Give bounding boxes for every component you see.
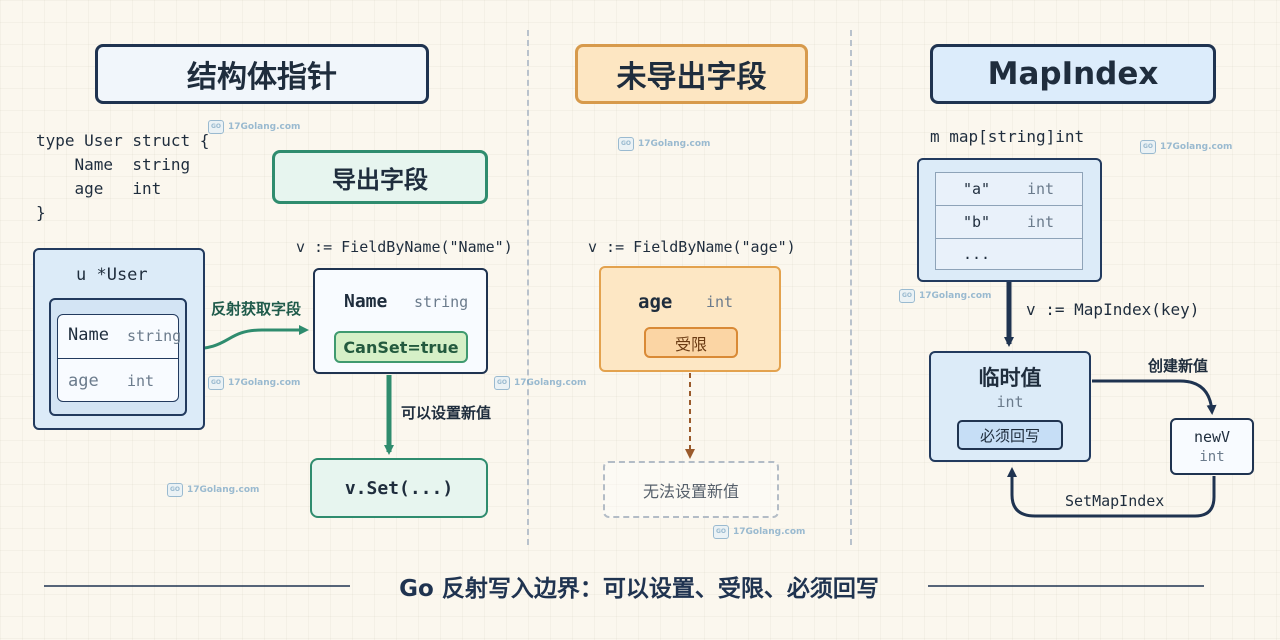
reflect-value-name-type: string [414, 293, 469, 311]
watermark-1: GO 17Golang.com [208, 120, 300, 134]
title-mapindex: MapIndex [930, 44, 1216, 104]
temp-value-box [929, 351, 1091, 462]
restricted-badge: 受限 [644, 327, 738, 358]
field-age-label: age [68, 371, 99, 391]
watermark-logo-icon: GO [713, 525, 729, 539]
map-row-b: "b" int [936, 206, 1082, 239]
field-age-type: int [127, 372, 155, 390]
set-call-box: v.Set(...) [310, 458, 488, 518]
struct-definition-code: type User struct { Name string age int } [36, 131, 210, 222]
watermark-text: 17Golang.com [733, 527, 806, 537]
watermark-logo-icon: GO [208, 376, 224, 390]
reflect-value-name-label: Name [344, 291, 388, 312]
section-divider-left [527, 30, 529, 545]
watermark-4: GO 17Golang.com [899, 289, 991, 303]
watermark-text: 17Golang.com [638, 139, 711, 149]
setmapindex-label: SetMapIndex [1065, 492, 1165, 510]
field-name-type: string [127, 327, 182, 345]
footer-caption: Go 反射写入边界：可以设置、受限、必须回写 [399, 576, 879, 602]
exported-field-badge: 导出字段 [272, 150, 488, 204]
map-entries-table: "a" int "b" int ... [935, 172, 1083, 270]
watermark-logo-icon: GO [494, 376, 510, 390]
watermark-logo-icon: GO [899, 289, 915, 303]
canset-badge: CanSet=true [334, 331, 468, 363]
fieldbyname-name-call: v := FieldByName("Name") [296, 238, 513, 256]
setmapindex-arrow [1007, 467, 1216, 518]
map-row-ellipsis: ... [936, 239, 1082, 271]
watermark-logo-icon: GO [208, 120, 224, 134]
cannot-set-box: 无法设置新值 [603, 461, 779, 518]
create-value-arrow [1092, 379, 1217, 415]
map-row-ellipsis-key: ... [963, 245, 991, 263]
map-row-a-type: int [1027, 180, 1055, 198]
watermark-text: 17Golang.com [228, 378, 301, 388]
watermark-text: 17Golang.com [919, 291, 992, 301]
watermark-3: GO 17Golang.com [1140, 140, 1232, 154]
watermark-text: 17Golang.com [514, 378, 587, 388]
watermark-8: GO 17Golang.com [713, 525, 805, 539]
map-row-b-key: "b" [963, 213, 991, 231]
watermark-logo-icon: GO [618, 137, 634, 151]
set-value-label: 可以设置新值 [401, 404, 492, 422]
watermark-text: 17Golang.com [1160, 142, 1233, 152]
watermark-logo-icon: GO [167, 483, 183, 497]
user-fields-divider [58, 358, 178, 359]
fieldbyname-age-call: v := FieldByName("age") [588, 238, 796, 256]
create-value-label: 创建新值 [1148, 357, 1209, 375]
map-row-a-key: "a" [963, 180, 991, 198]
temp-value-type: int [996, 393, 1024, 411]
watermark-text: 17Golang.com [228, 122, 301, 132]
section-divider-right [850, 30, 852, 545]
watermark-logo-icon: GO [1140, 140, 1156, 154]
title-struct-pointer: 结构体指针 [95, 44, 429, 104]
watermark-6: GO 17Golang.com [494, 376, 586, 390]
reflect-field-label: 反射获取字段 [211, 300, 302, 318]
watermark-5: GO 17Golang.com [208, 376, 300, 390]
writeback-badge: 必须回写 [957, 420, 1063, 450]
watermark-text: 17Golang.com [187, 485, 260, 495]
unexported-age-label: age [638, 291, 673, 313]
field-name-label: Name [68, 325, 109, 345]
newv-type: int [1199, 449, 1225, 465]
map-row-b-type: int [1027, 213, 1055, 231]
watermark-7: GO 17Golang.com [167, 483, 259, 497]
map-row-a: "a" int [936, 173, 1082, 206]
u-user-label: u *User [76, 265, 148, 285]
title-unexported-field: 未导出字段 [575, 44, 808, 104]
newv-box [1170, 418, 1254, 475]
temp-value-title: 临时值 [978, 366, 1042, 390]
mapindex-call: v := MapIndex(key) [1026, 300, 1200, 319]
unexported-age-type: int [706, 293, 734, 311]
watermark-2: GO 17Golang.com [618, 137, 710, 151]
newv-name: newV [1193, 428, 1231, 446]
map-declaration: m map[string]int [930, 127, 1085, 146]
